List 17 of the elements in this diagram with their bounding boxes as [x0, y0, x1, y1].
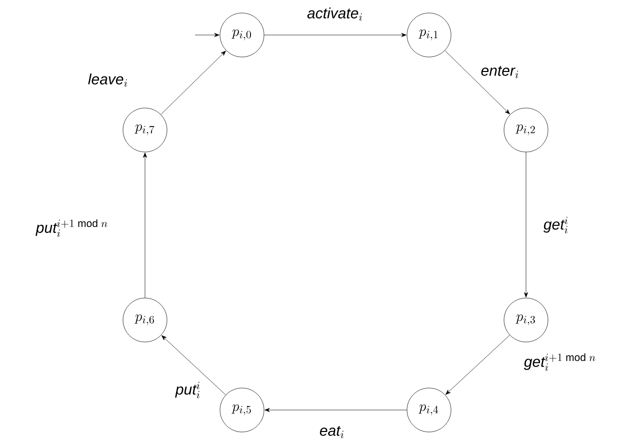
edge-label: $\mathit{get}_i^i$ — [542, 216, 570, 234]
arrow — [264, 408, 407, 412]
edge-label: $\mathit{put}_i^{i+1 \bmod n}$ — [34, 218, 110, 238]
edge-label: $\mathit{put}_i^i$ — [174, 380, 202, 400]
edge-label: $\mathit{eat}_i$ — [318, 425, 346, 439]
edge-label: $\mathit{activate}_i$ — [306, 6, 364, 22]
arrow — [444, 50, 510, 114]
arrow — [446, 334, 510, 395]
arrow — [194, 33, 220, 37]
edge-label: $\mathit{enter}_i$ — [480, 65, 520, 79]
arrow — [264, 33, 406, 37]
arrow — [162, 335, 226, 396]
edge-label: $\mathit{leave}_i$ — [86, 72, 130, 88]
arrow — [524, 152, 528, 298]
arrow — [160, 50, 226, 115]
arrow — [143, 152, 147, 298]
edge-label: $\mathit{get}_i^{i+1 \bmod n}$ — [522, 352, 598, 372]
